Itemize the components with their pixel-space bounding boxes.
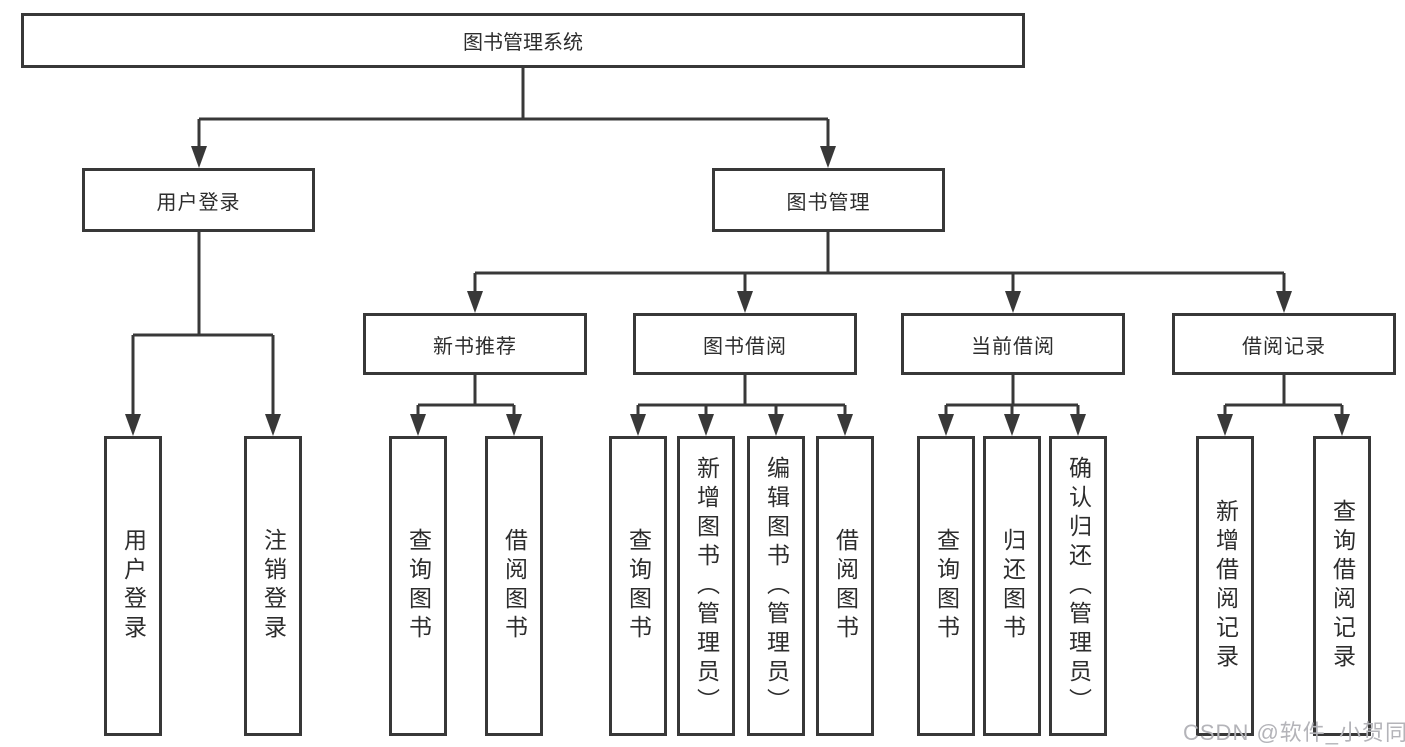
arrowheads [125, 146, 1350, 436]
node-current-borrow: 当前借阅 [901, 313, 1125, 375]
node-label: 借阅记录 [1242, 335, 1326, 358]
node-label: 确认归还︵管理员︶ [1065, 455, 1092, 717]
node-label: 新增借阅记录 [1212, 499, 1239, 673]
leaf-borrow-books: 借阅图书 [816, 436, 874, 736]
leaf-return-books: 归还图书 [983, 436, 1041, 736]
node-library-management-system: 图书管理系统 [21, 13, 1025, 68]
node-label: 查询借阅记录 [1329, 499, 1356, 673]
node-label: 借阅图书 [501, 528, 528, 644]
node-borrow-records: 借阅记录 [1172, 313, 1396, 375]
csdn-watermark: CSDN @软件_小贺同学 [1183, 720, 1405, 745]
node-label: 新书推荐 [433, 335, 517, 358]
node-label: 图书管理 [786, 191, 871, 214]
node-user-login: 用户登录 [82, 168, 315, 232]
node-label: 图书管理系统 [463, 32, 583, 54]
node-label: 用户登录 [120, 528, 147, 644]
leaf-user-login: 用户登录 [104, 436, 162, 736]
node-label: 当前借阅 [971, 335, 1055, 358]
node-label: 查询图书 [625, 528, 652, 644]
node-book-borrow: 图书借阅 [633, 313, 857, 375]
node-label: 借阅图书 [832, 528, 859, 644]
node-label: 归还图书 [999, 528, 1026, 644]
node-label: 图书借阅 [703, 335, 787, 358]
node-label: 注销登录 [260, 528, 287, 644]
leaf-query-books: 查询图书 [609, 436, 667, 736]
leaf-borrow-books: 借阅图书 [485, 436, 543, 736]
node-label: 查询图书 [405, 528, 432, 644]
leaf-query-books: 查询图书 [389, 436, 447, 736]
node-book-management: 图书管理 [712, 168, 945, 232]
node-label: 用户登录 [156, 191, 241, 214]
node-label: 新增图书︵管理员︶ [693, 455, 720, 717]
leaf-query-borrow-record: 查询借阅记录 [1313, 436, 1371, 736]
leaf-add-books-admin: 新增图书︵管理员︶ [677, 436, 735, 736]
leaf-confirm-return-admin: 确认归还︵管理员︶ [1049, 436, 1107, 736]
node-new-book-recommend: 新书推荐 [363, 313, 587, 375]
node-label: 查询图书 [933, 528, 960, 644]
leaf-query-books: 查询图书 [917, 436, 975, 736]
leaf-edit-books-admin: 编辑图书︵管理员︶ [747, 436, 805, 736]
node-label: 编辑图书︵管理员︶ [763, 455, 790, 717]
leaf-add-borrow-record: 新增借阅记录 [1196, 436, 1254, 736]
leaf-logout: 注销登录 [244, 436, 302, 736]
